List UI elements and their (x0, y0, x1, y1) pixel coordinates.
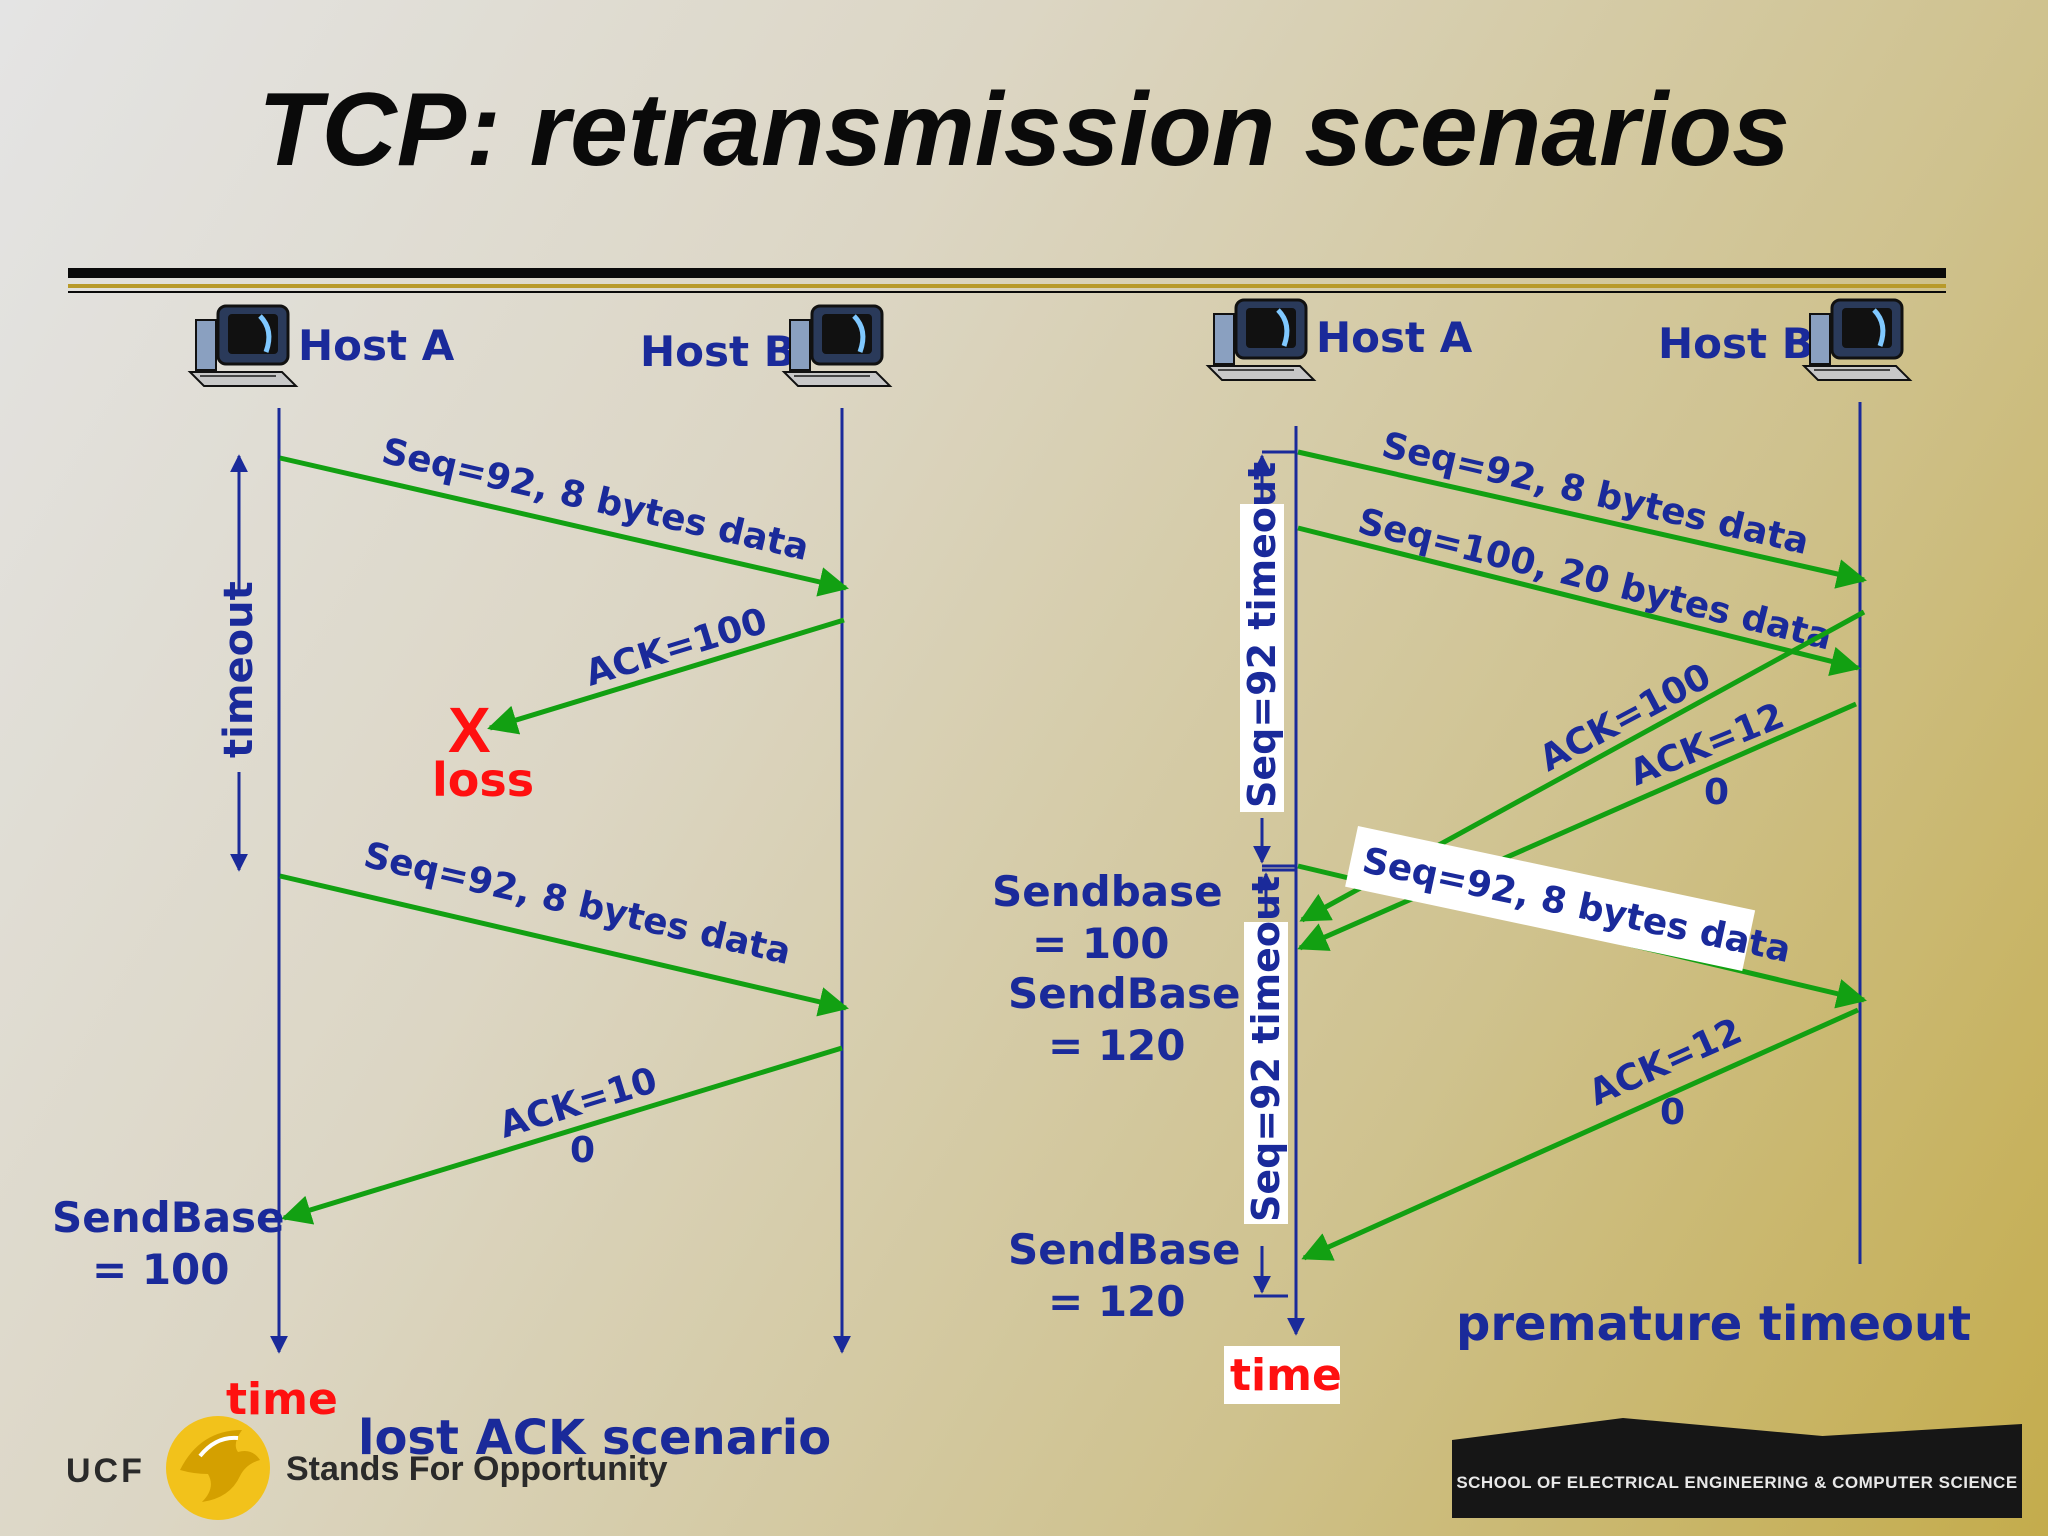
title-rule-gold (68, 284, 1946, 288)
right-timeout1-label: Seq=92 timeout (1240, 462, 1284, 808)
host-a-computer-icon (190, 306, 296, 386)
right-sendbase2-line1: SendBase (1008, 969, 1241, 1018)
ucf-wordmark: UCF (66, 1452, 145, 1490)
right-seg3-label-box: Seq=92, 8 bytes data (1345, 826, 1794, 971)
right-seg1-arrow (1297, 449, 1867, 589)
right-sendbase3-line2: = 120 (1048, 1277, 1185, 1326)
right-sendbase1-line1: Sendbase (992, 867, 1223, 916)
host-b-computer-icon (784, 306, 890, 386)
host-a-computer-icon (1208, 300, 1314, 380)
left-ack2-label-line2: 0 (570, 1130, 595, 1171)
right-ack3-label-line2: 0 (1660, 1092, 1685, 1133)
title-rule-thin (68, 291, 1946, 293)
right-host-b-label: Host B (1658, 319, 1814, 368)
left-seg1-arrow (279, 455, 849, 597)
school-banner (1452, 1418, 2022, 1518)
timeout2-label-bg (1244, 922, 1288, 1224)
left-ack1-label: ACK=100 (581, 601, 772, 695)
right-time-label: time (1230, 1350, 1342, 1401)
right-scenario: Host A Host B Seq=92 timeout Seq=92 time… (992, 300, 1971, 1404)
left-seg2-arrow (279, 873, 849, 1017)
left-ack2-arrow (281, 1045, 843, 1225)
left-caption: lost ACK scenario (358, 1410, 831, 1466)
right-seg2-arrow (1297, 525, 1861, 677)
right-sendbase1-line2: = 100 (1032, 919, 1169, 968)
right-ack3-arrow (1301, 1007, 1860, 1261)
left-host-a-label: Host A (298, 321, 455, 370)
ucf-pegasus-logo-icon (166, 1416, 270, 1520)
right-sendbase3-line1: SendBase (1008, 1225, 1241, 1274)
timeout1-label-bg (1240, 504, 1284, 812)
title-rule (68, 268, 1946, 278)
left-ack1-arrow (487, 617, 845, 735)
right-caption: premature timeout (1456, 1296, 1971, 1352)
loss-x-icon: X (448, 694, 491, 766)
school-name: SCHOOL OF ELECTRICAL ENGINEERING & COMPU… (1456, 1473, 2018, 1492)
left-host-b-label: Host B (640, 327, 796, 376)
right-timeout2-label: Seq=92 timeout (1244, 876, 1288, 1222)
right-time-label-bg (1224, 1346, 1340, 1404)
left-sendbase-line1: SendBase (52, 1193, 285, 1242)
loss-label: loss (432, 753, 534, 807)
slide-title: TCP: retransmission scenarios (258, 72, 1790, 188)
footer-tagline: Stands For Opportunity (286, 1450, 668, 1488)
host-b-computer-icon (1804, 300, 1910, 380)
left-sendbase-line2: = 100 (92, 1245, 229, 1294)
right-sendbase2-line2: = 120 (1048, 1021, 1185, 1070)
right-ack2-arrow (1297, 701, 1858, 951)
left-seg2-label: Seq=92, 8 bytes data (360, 835, 795, 973)
left-scenario: Host A Host B timeout Seq=92, 8 bytes da… (52, 306, 890, 1466)
left-seg1-label: Seq=92, 8 bytes data (378, 431, 813, 569)
left-timeout-label: timeout (216, 581, 262, 758)
left-time-label: time (226, 1374, 338, 1425)
right-host-a-label: Host A (1316, 313, 1473, 362)
right-ack2-label-line2: 0 (1704, 772, 1729, 813)
